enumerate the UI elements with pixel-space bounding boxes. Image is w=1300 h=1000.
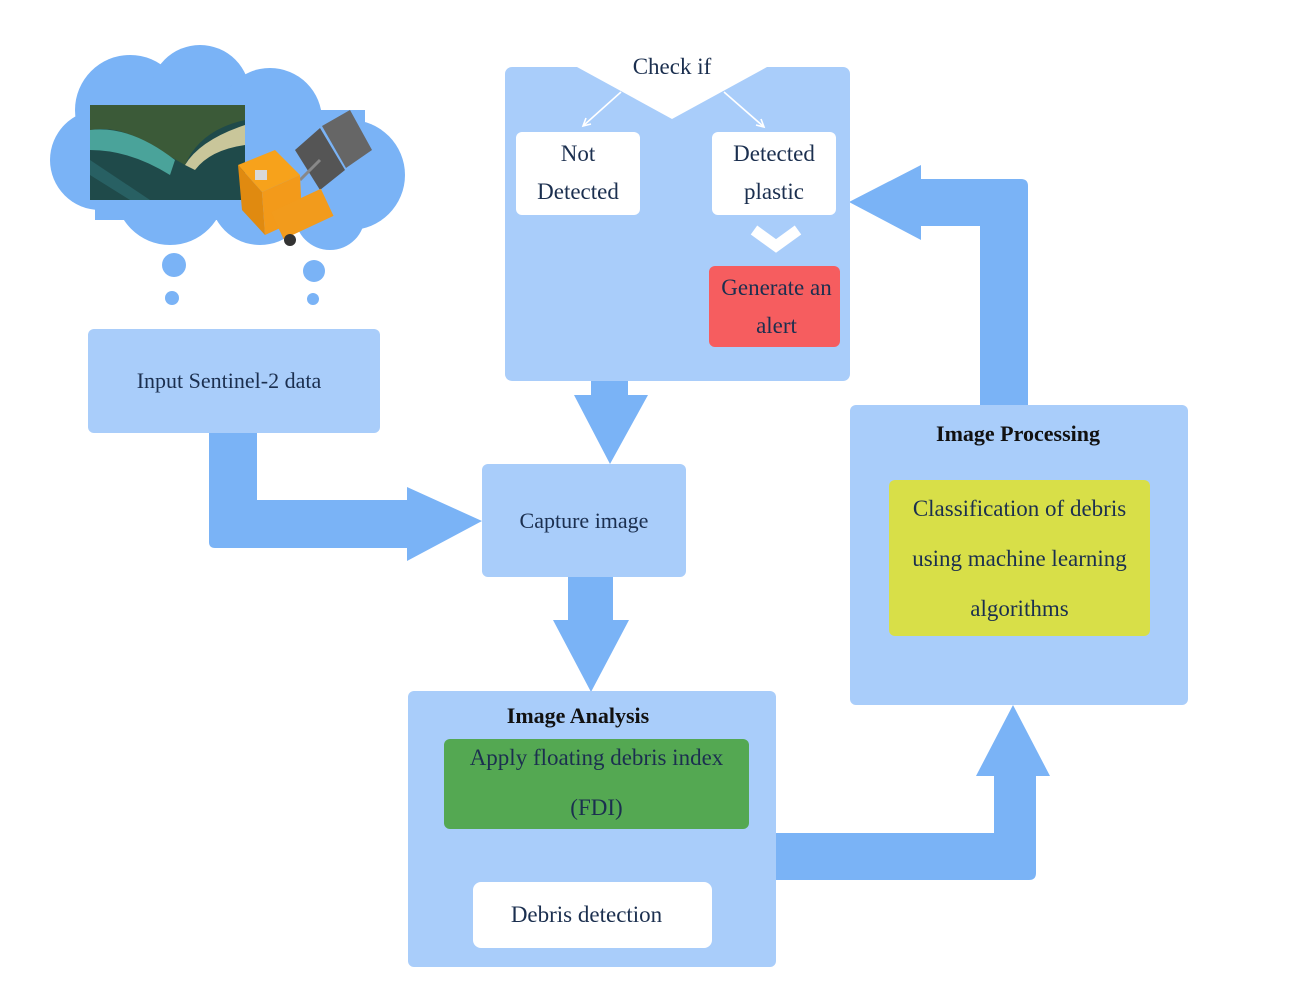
input-box: [88, 329, 380, 433]
satellite-image-icon: [90, 105, 245, 200]
arrow-processing-to-check: [849, 165, 1028, 405]
arrow-capture-to-analysis: [553, 577, 629, 692]
alert-label: Generate an alert: [721, 274, 832, 338]
capture-box: [482, 464, 686, 577]
capture-label: Capture image: [519, 507, 649, 533]
classification-box: [889, 480, 1150, 636]
input-label: Input Sentinel-2 data: [136, 368, 322, 393]
processing-title: Image Processing: [936, 421, 1100, 446]
alert-box: [709, 266, 840, 347]
arrow-check-to-capture: [574, 380, 648, 464]
arrow-analysis-to-processing: [776, 705, 1050, 880]
analysis-title: Image Analysis: [506, 703, 650, 728]
fdi-label: Apply floating debris index (FDI): [469, 745, 724, 820]
classification-label: Classification of debris using machine l…: [912, 496, 1127, 621]
detected-box: [712, 132, 836, 215]
decision-label: Check if: [632, 54, 712, 79]
chevron-detected-to-alert: [750, 225, 802, 253]
not-detected-box: [516, 132, 640, 215]
detection-label: Debris detection: [510, 902, 663, 927]
decision-branch-arrows: [581, 91, 766, 129]
satellite-icon: [238, 110, 372, 246]
detected-label: Detected plastic: [733, 141, 815, 204]
decision-diamond: [577, 15, 767, 119]
arrow-input-to-capture: [209, 432, 482, 561]
fdi-box: [444, 739, 749, 829]
detection-box: [473, 882, 712, 948]
not-detected-label: Not Detected: [537, 141, 619, 204]
